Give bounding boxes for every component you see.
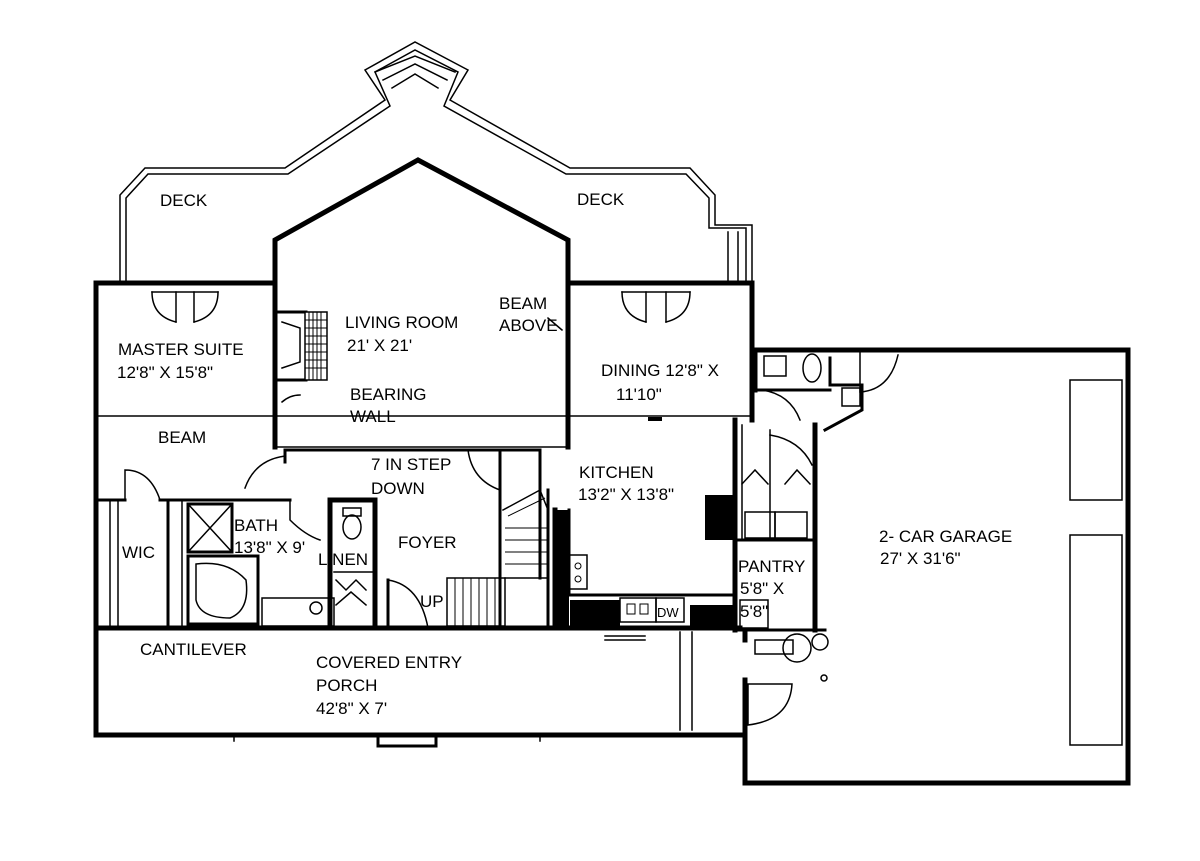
beam-label: BEAM (158, 428, 206, 447)
porch-label-1: COVERED ENTRY (316, 653, 462, 672)
stairs (446, 448, 550, 630)
wic-label: WIC (122, 543, 155, 562)
house-walls (93, 280, 755, 748)
pantry-size-2: 5'8" (740, 602, 768, 621)
dining-label-2: 11'10" (616, 385, 662, 404)
cantilever-label: CANTILEVER (140, 640, 247, 659)
deck-outline (119, 41, 753, 281)
step-down-label-2: DOWN (371, 479, 425, 498)
garage-name: 2- CAR GARAGE (879, 527, 1012, 546)
master-patio-doors (151, 291, 219, 323)
garage (742, 347, 1131, 786)
bearing-wall-label-2: WALL (350, 407, 396, 426)
hall-walls (94, 448, 542, 631)
bath-size: 13'8" X 9' (234, 538, 305, 557)
step-down-label-1: 7 IN STEP (371, 455, 451, 474)
dining-label-1: DINING 12'8" X (601, 361, 719, 380)
kitchen (552, 417, 737, 641)
garage-size: 27' X 31'6" (880, 549, 961, 568)
beam-above-label-1: BEAM (499, 294, 547, 313)
living-room-size: 21' X 21' (347, 336, 412, 355)
master-suite-name: MASTER SUITE (118, 340, 244, 359)
deck-right-label: DECK (577, 190, 625, 209)
room-labels: DECK DECK LIVING ROOM 21' X 21' BEAM ABO… (117, 190, 1012, 718)
master-suite-size: 12'8" X 15'8" (117, 363, 213, 382)
beam-above-label-2: ABOVE (499, 316, 558, 335)
kitchen-size: 13'2" X 13'8" (578, 485, 674, 504)
dining-patio-doors (621, 291, 691, 323)
pantry-size-1: 5'8" X (740, 579, 784, 598)
pantry-name: PANTRY (738, 557, 805, 576)
foyer-label: FOYER (398, 533, 457, 552)
porch-size: 42'8" X 7' (316, 699, 387, 718)
porch-label-2: PORCH (316, 676, 377, 695)
deck-left-label: DECK (160, 191, 208, 210)
dishwasher-label: DW (657, 605, 679, 620)
pantry-area (732, 417, 827, 633)
stairs-up-label: UP (420, 592, 444, 611)
living-room-name: LIVING ROOM (345, 313, 458, 332)
bearing-wall-label-1: BEARING (350, 385, 427, 404)
kitchen-name: KITCHEN (579, 463, 654, 482)
bath-name: BATH (234, 516, 278, 535)
linen-label: LINEN (318, 550, 368, 569)
